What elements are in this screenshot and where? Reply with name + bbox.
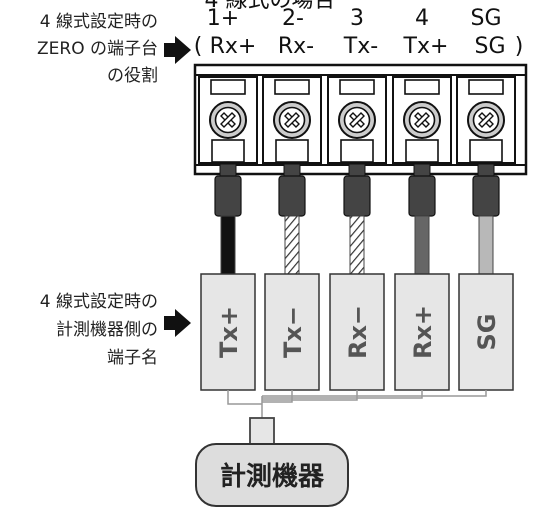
wire-sleeve <box>343 175 371 217</box>
instrument-terminal-label: Tx+ <box>215 306 243 358</box>
instrument-terminal-label: SG <box>473 314 501 351</box>
screw-icon <box>467 101 505 139</box>
terminal-lug <box>405 139 439 163</box>
instrument-terminal-label: Tx− <box>279 306 307 358</box>
terminal-signal-sg: SG <box>474 34 506 59</box>
zero-label-line-1: 4 線式設定時の <box>39 12 158 32</box>
wire <box>414 215 430 277</box>
wire-sleeve <box>278 175 306 217</box>
screw-icon <box>338 101 376 139</box>
terminal-number-sg: SG <box>470 6 502 31</box>
terminal-clamp <box>404 79 440 95</box>
instrument-label-line-3: 端子名 <box>107 348 158 368</box>
device: 計測機器 <box>195 417 349 507</box>
crimp-neck <box>413 163 431 177</box>
zero-label-line-2: ZERO の端子台 <box>37 39 158 59</box>
arrow-icon-zero <box>164 36 191 64</box>
terminal-signal-2: Rx- <box>277 34 315 59</box>
device-connector <box>249 417 275 447</box>
signal-bus <box>227 390 487 418</box>
arrow-icon-instrument <box>164 309 191 337</box>
terminal-signal-1: Rx+ <box>209 34 257 59</box>
crimp-neck <box>219 163 237 177</box>
device-label: 計測機器 <box>220 461 325 492</box>
zero-label-line-3: の役割 <box>107 66 158 86</box>
wire <box>220 215 236 277</box>
instrument-terminal-label: Rx− <box>344 305 372 359</box>
wire <box>478 215 494 277</box>
terminal-number-2: 2- <box>282 6 304 31</box>
terminal-lug <box>275 139 309 163</box>
wire-sleeve <box>472 175 500 217</box>
instrument-terminal-label: Rx+ <box>409 305 437 359</box>
instrument-label-line-1: 4 線式設定時の <box>39 292 158 312</box>
terminal-clamp <box>468 79 504 95</box>
wire-sleeve <box>214 175 242 217</box>
terminal-clamp <box>210 79 246 95</box>
instrument-label-line-2: 計測機器側の <box>56 320 158 340</box>
header-top: 4 線式の場合 <box>204 0 336 13</box>
terminal-number-4: 4 <box>415 6 429 31</box>
terminal-lug <box>340 139 374 163</box>
terminal-signal-3: Tx- <box>343 34 379 59</box>
instrument-terminal-box <box>394 273 450 391</box>
wire-sleeve <box>408 175 436 217</box>
screw-icon <box>209 101 247 139</box>
terminal-number-1: 1+ <box>206 6 240 31</box>
terminal-lug <box>211 139 245 163</box>
crimp-neck <box>477 163 495 177</box>
device-body <box>195 443 349 507</box>
paren-open: ( <box>193 34 203 59</box>
terminal-number-3: 3 <box>350 6 364 31</box>
terminal-clamp <box>274 79 310 95</box>
wires <box>214 163 500 277</box>
instrument-terminals: Tx+ Tx− Rx− Rx+ SG <box>200 273 514 391</box>
terminal-block <box>193 63 528 176</box>
screw-icon <box>403 101 441 139</box>
instrument-terminal-box <box>264 273 320 391</box>
paren-close: ) <box>514 34 524 59</box>
terminal-signal-4: Tx+ <box>403 34 449 59</box>
instrument-terminal-box <box>329 273 385 391</box>
instrument-terminal-box <box>458 273 514 391</box>
wire <box>349 215 365 277</box>
wire <box>284 215 300 277</box>
terminal-lug <box>469 139 503 163</box>
terminal-clamp <box>339 79 375 95</box>
crimp-neck <box>283 163 301 177</box>
screw-icon <box>273 101 311 139</box>
crimp-neck <box>348 163 366 177</box>
